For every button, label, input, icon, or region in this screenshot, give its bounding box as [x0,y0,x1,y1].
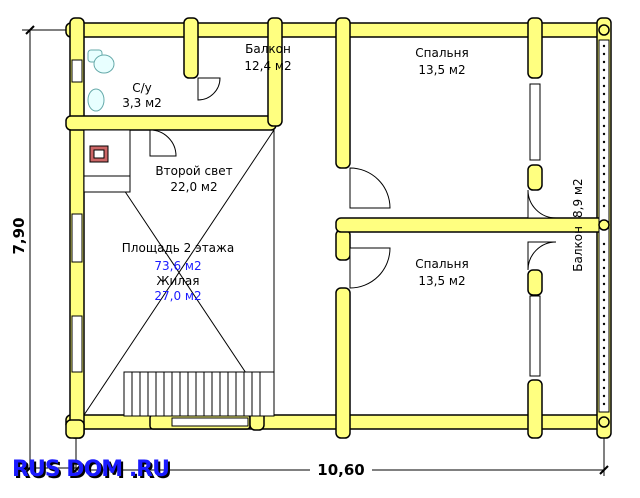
width-dimension-bg [310,461,372,479]
staircase [123,371,275,417]
doors [149,77,557,289]
height-dimension: 7,90 [10,217,28,254]
stove-chimney [83,129,131,193]
second-light-name: Второй свет [155,164,232,178]
floor-area-label: Площадь 2 этажа [122,241,234,255]
dimension-lines [22,29,605,476]
balcony-top-area: 12,4 м2 [244,59,291,73]
floor-area-value: 73,6 м2 [154,259,201,273]
balcony-side-area: 8,9 м2 [571,178,585,218]
balcony-railing [598,24,610,428]
logo-text-shadow: RUS DOM .RU [14,459,171,484]
site-logo: RUS DOM .RU RUS DOM .RU [12,457,172,484]
bedroom-bottom-name: Спальня [415,257,468,271]
bedroom-bottom-area: 13,5 м2 [418,274,465,288]
balcony-top-name: Балкон [245,42,291,56]
logo-text: RUS DOM .RU [12,457,169,482]
bedroom-top-name: Спальня [415,46,468,60]
bathroom-area: 3,3 м2 [122,96,162,110]
dimension-ticks [25,25,609,475]
windows [71,59,541,427]
living-area-label: Жилая [157,274,200,288]
living-area-value: 27,0 м2 [154,289,201,303]
bathroom-name: С/у [132,81,152,95]
bedroom-top-area: 13,5 м2 [418,63,465,77]
room-labels: Балкон 12,4 м2 Спальня 13,5 м2 С/у 3,3 м… [122,42,585,303]
balcony-side-name: Балкон [571,226,585,272]
second-light-area: 22,0 м2 [170,180,217,194]
width-dimension: 10,60 [317,461,364,479]
bathroom-fixtures [87,49,115,112]
